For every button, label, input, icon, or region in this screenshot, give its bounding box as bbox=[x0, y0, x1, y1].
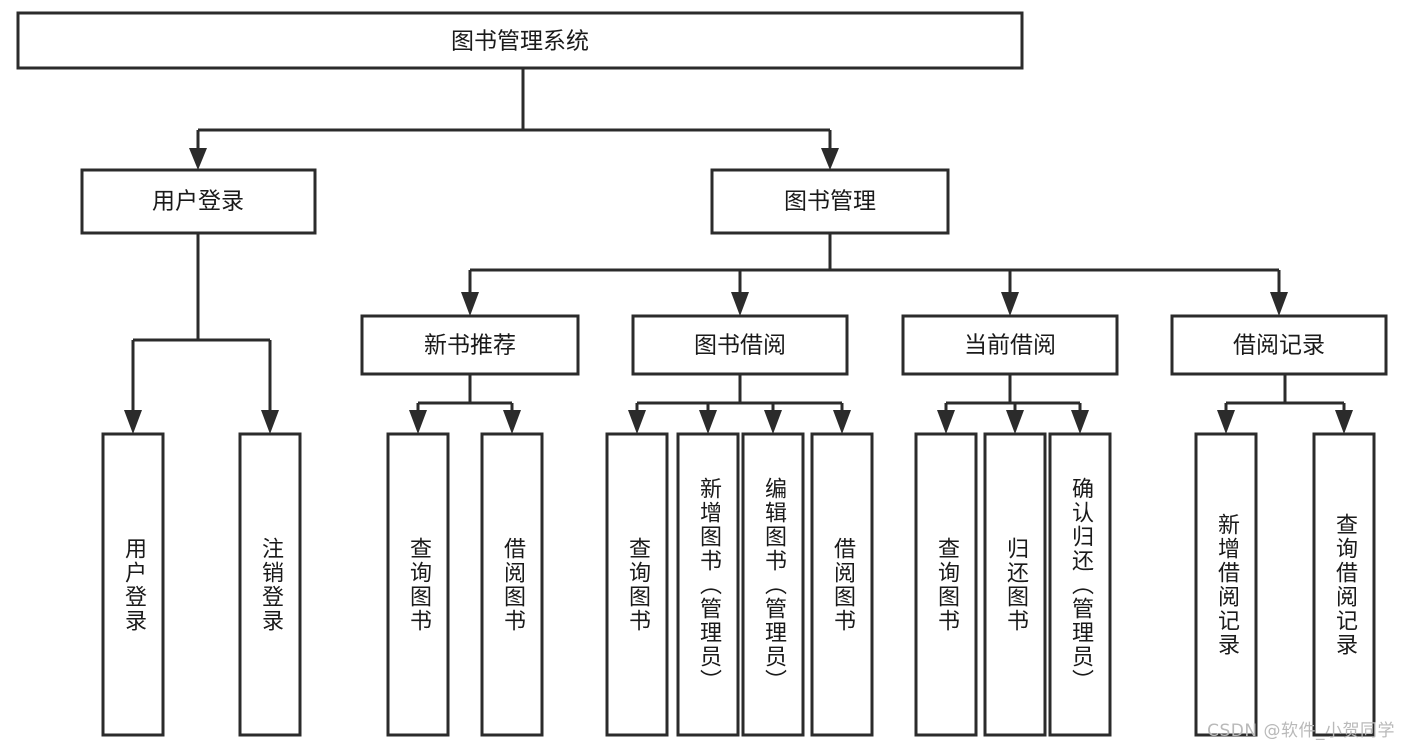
node-user-login[interactable] bbox=[80, 168, 317, 235]
node-book-borrow-label: 图书借阅 bbox=[694, 333, 786, 359]
node-leaf-query-record[interactable] bbox=[1312, 432, 1376, 737]
arrow-head-book-borrow bbox=[731, 292, 749, 316]
arrow-head-borrow-record bbox=[1270, 292, 1288, 316]
arrow-head-book-manage bbox=[821, 148, 839, 170]
connector-layer bbox=[124, 68, 1353, 434]
node-leaf-logout[interactable] bbox=[238, 432, 302, 737]
watermark: CSDN @软件_小贺同学 bbox=[1207, 721, 1395, 741]
node-book-manage[interactable] bbox=[710, 168, 950, 235]
arrow-head-leaf-logout bbox=[261, 410, 279, 434]
arrow-head-leaf-edit-book bbox=[764, 410, 782, 434]
arrow-head-leaf-query-book-borrow bbox=[628, 410, 646, 434]
arrow-head-new-book-recommend bbox=[461, 292, 479, 316]
node-book-manage-label: 图书管理 bbox=[784, 189, 876, 215]
arrow-head-leaf-query-book-cur bbox=[937, 410, 955, 434]
arrow-head-current-borrow bbox=[1001, 292, 1019, 316]
arrow-head-leaf-borrow-book bbox=[833, 410, 851, 434]
arrow-head-user-login bbox=[189, 148, 207, 170]
arrow-head-leaf-add-book bbox=[699, 410, 717, 434]
node-root[interactable] bbox=[16, 11, 1024, 70]
node-new-book-recommend[interactable] bbox=[360, 314, 580, 376]
arrow-head-leaf-query-book-rec bbox=[409, 410, 427, 434]
node-current-borrow-label: 当前借阅 bbox=[964, 333, 1056, 359]
leaf-node-layer bbox=[101, 432, 1376, 737]
node-book-borrow[interactable] bbox=[631, 314, 849, 376]
arrow-head-leaf-confirm-return bbox=[1071, 410, 1089, 434]
arrow-head-leaf-return-book bbox=[1006, 410, 1024, 434]
arrow-head-leaf-query-record bbox=[1335, 410, 1353, 434]
node-layer: 图书管理系统 用户登录 图书管理 新书推荐 图书借阅 当前借阅 借阅记录 bbox=[16, 11, 1388, 376]
node-leaf-add-record[interactable] bbox=[1194, 432, 1258, 737]
arrow-head-leaf-user-login bbox=[124, 410, 142, 434]
node-leaf-confirm-return[interactable] bbox=[1048, 432, 1112, 737]
node-user-login-label: 用户登录 bbox=[152, 189, 244, 215]
node-borrow-record[interactable] bbox=[1170, 314, 1388, 376]
arrow-head-leaf-add-record bbox=[1217, 410, 1235, 434]
node-leaf-borrow-book-rec[interactable] bbox=[480, 432, 544, 737]
arrow-head-leaf-borrow-book-rec bbox=[503, 410, 521, 434]
node-leaf-query-book-cur[interactable] bbox=[914, 432, 978, 737]
node-leaf-return-book[interactable] bbox=[983, 432, 1047, 737]
node-current-borrow[interactable] bbox=[901, 314, 1119, 376]
node-leaf-edit-book[interactable] bbox=[741, 432, 805, 737]
node-leaf-add-book[interactable] bbox=[676, 432, 740, 737]
node-new-book-recommend-label: 新书推荐 bbox=[424, 333, 516, 359]
node-root-label: 图书管理系统 bbox=[451, 29, 589, 55]
node-leaf-borrow-book[interactable] bbox=[810, 432, 874, 737]
node-borrow-record-label: 借阅记录 bbox=[1233, 333, 1325, 359]
node-leaf-user-login[interactable] bbox=[101, 432, 165, 737]
node-leaf-query-book-borrow[interactable] bbox=[605, 432, 669, 737]
node-leaf-query-book-rec[interactable] bbox=[386, 432, 450, 737]
